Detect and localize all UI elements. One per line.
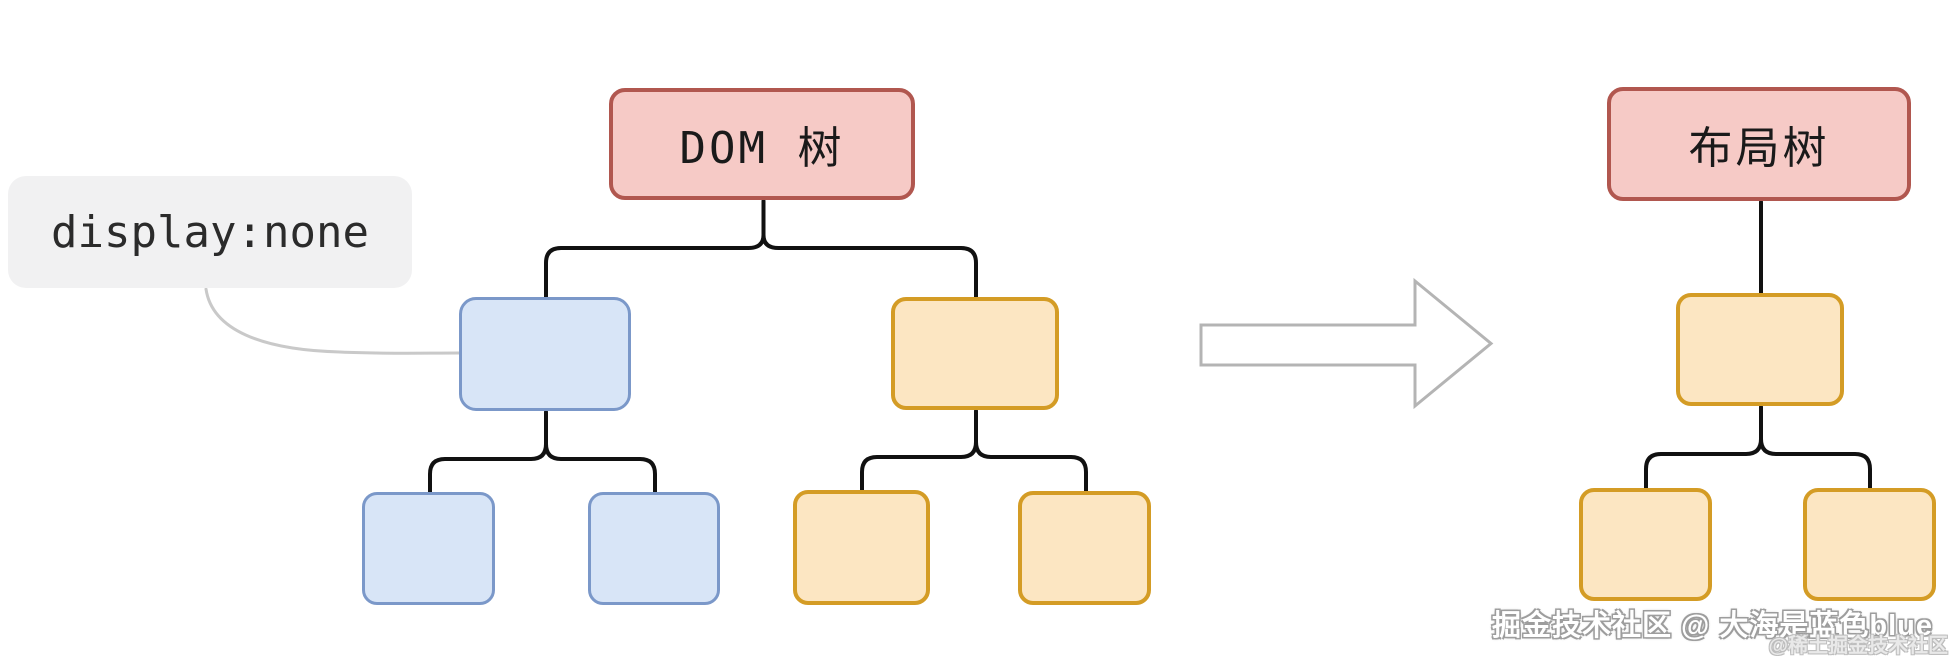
layout-tree-root-node: 布局树 [1607, 87, 1911, 201]
layout-parent-connectors [1644, 405, 1872, 491]
dom-blue-parent-node [459, 297, 631, 411]
dom-orange-child-2-node [1018, 491, 1151, 605]
layout-orange-parent-node [1676, 293, 1844, 406]
watermark-line1: 掘金技术社区 @ 大海是蓝色blue [1491, 610, 1933, 642]
dom-tree-root-label: DOM 树 [679, 123, 845, 174]
dom-orange-parent-node [891, 297, 1059, 410]
layout-orange-child-1-node [1579, 488, 1712, 601]
dom-blue-child-2-node [588, 492, 720, 605]
blue-parent-connectors [428, 410, 657, 495]
dom-blue-child-1-node [362, 492, 495, 605]
dom-root-connectors [544, 199, 978, 300]
right-arrow-icon [1199, 277, 1494, 410]
display-none-label: display:none [8, 176, 412, 288]
layout-orange-child-2-node [1803, 488, 1936, 601]
display-none-text: display:none [51, 206, 369, 258]
dom-orange-child-1-node [793, 490, 930, 605]
orange-parent-connectors [860, 409, 1088, 493]
layout-tree-root-label: 布局树 [1688, 123, 1830, 174]
display-none-leader-line [204, 287, 461, 355]
watermark-line2: @稀土掘金技术社区 [1768, 635, 1948, 656]
dom-tree-root-node: DOM 树 [609, 88, 915, 200]
